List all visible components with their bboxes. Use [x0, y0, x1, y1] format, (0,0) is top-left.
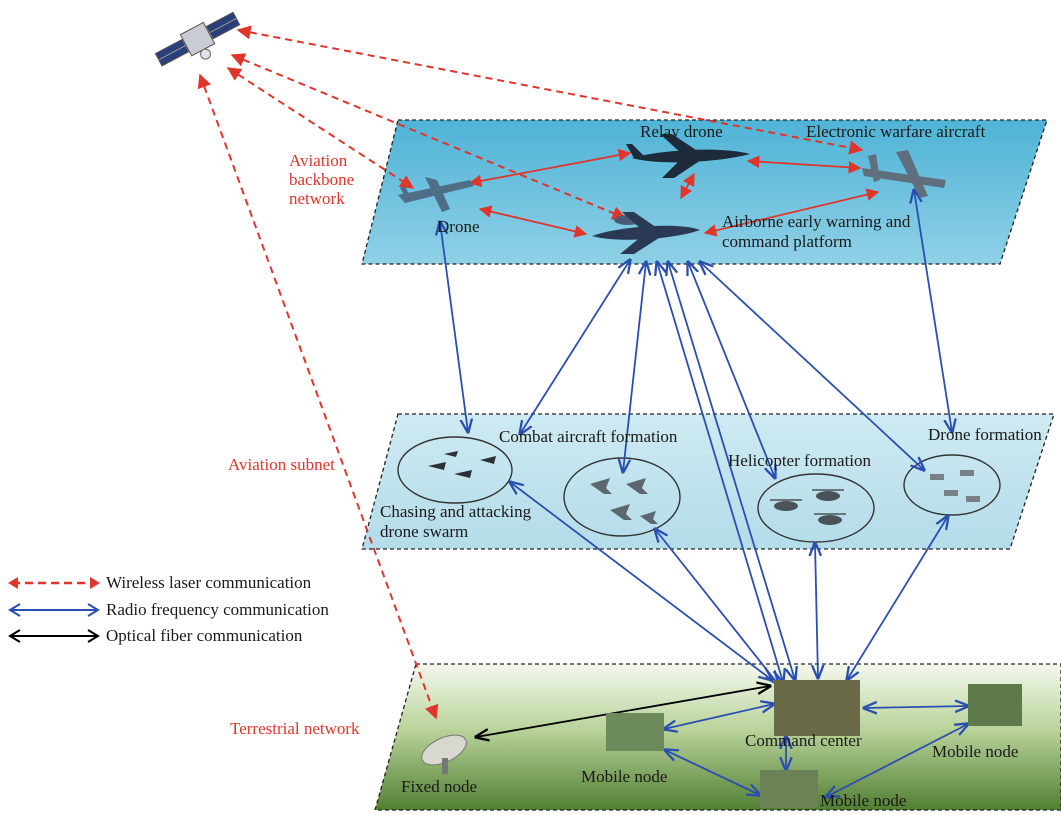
fighter-jet-icon — [428, 451, 496, 478]
drone-formation-label: Drone formation — [928, 425, 1042, 444]
satellite-icon — [154, 11, 241, 67]
drone-aircraft-icon — [398, 177, 474, 212]
radio-line-icon — [8, 603, 100, 617]
combat-formation-label: Combat aircraft formation — [499, 427, 678, 446]
laser-link — [468, 148, 632, 188]
radio-link — [655, 529, 778, 684]
fiber-line-icon — [8, 629, 100, 643]
laser-link — [478, 205, 588, 238]
military-vehicle-icon — [606, 713, 664, 751]
helicopter-icon — [770, 489, 846, 525]
military-vehicle-icon — [760, 770, 818, 808]
laser-link — [197, 73, 439, 720]
backbone-label: Aviation backbone network — [289, 151, 355, 209]
swarm-label: Chasing and attacking drone swarm — [380, 502, 532, 541]
radio-link — [520, 260, 630, 434]
command-center-label: Command center — [745, 731, 862, 750]
quadcopter-icon — [930, 470, 980, 502]
laser-line-icon — [8, 577, 100, 589]
military-vehicle-icon — [968, 684, 1022, 726]
radio-link — [623, 262, 646, 472]
drone-label: Drone — [437, 217, 480, 236]
aewc-label: Airborne early warning and command platf… — [722, 212, 911, 251]
radar-dish-icon — [421, 734, 467, 774]
laser-link — [230, 53, 627, 220]
radio-link — [815, 543, 818, 678]
relay-drone-icon — [626, 134, 750, 178]
fighter-jet-icon — [590, 478, 658, 524]
backbone-plane — [361, 119, 1048, 265]
laser-link — [680, 172, 695, 200]
mobile-node-left-label: Mobile node — [581, 767, 668, 786]
laser-link — [746, 155, 862, 174]
legend-item-laser: Wireless laser communication — [8, 573, 311, 593]
radio-link — [826, 724, 968, 797]
drone-formation-ellipse — [903, 454, 1001, 516]
helicopter-formation-label: Helicopter formation — [728, 451, 872, 470]
relay-drone-label: Relay drone — [640, 122, 723, 141]
radio-link — [864, 706, 968, 708]
legend-item-radio: Radio frequency communication — [8, 600, 329, 620]
mobile-node-right-label: Mobile node — [932, 742, 1019, 761]
radio-link — [847, 516, 948, 680]
radio-link — [665, 750, 760, 795]
terrestrial-label: Terrestrial network — [230, 719, 360, 738]
radio-link — [914, 190, 952, 432]
legend-item-fiber: Optical fiber communication — [8, 626, 302, 646]
laser-link — [703, 188, 880, 237]
ew-aircraft-icon — [862, 150, 946, 198]
radio-link — [440, 222, 468, 432]
command-tent-icon — [774, 680, 860, 736]
aewc-aircraft-icon — [592, 212, 700, 254]
fixed-node-label: Fixed node — [401, 777, 478, 796]
mobile-node-bottom-label: Mobile node — [820, 791, 907, 810]
ew-aircraft-label: Electronic warfare aircraft — [806, 122, 986, 141]
subnet-label: Aviation subnet — [228, 455, 335, 474]
fiber-link — [476, 686, 770, 737]
